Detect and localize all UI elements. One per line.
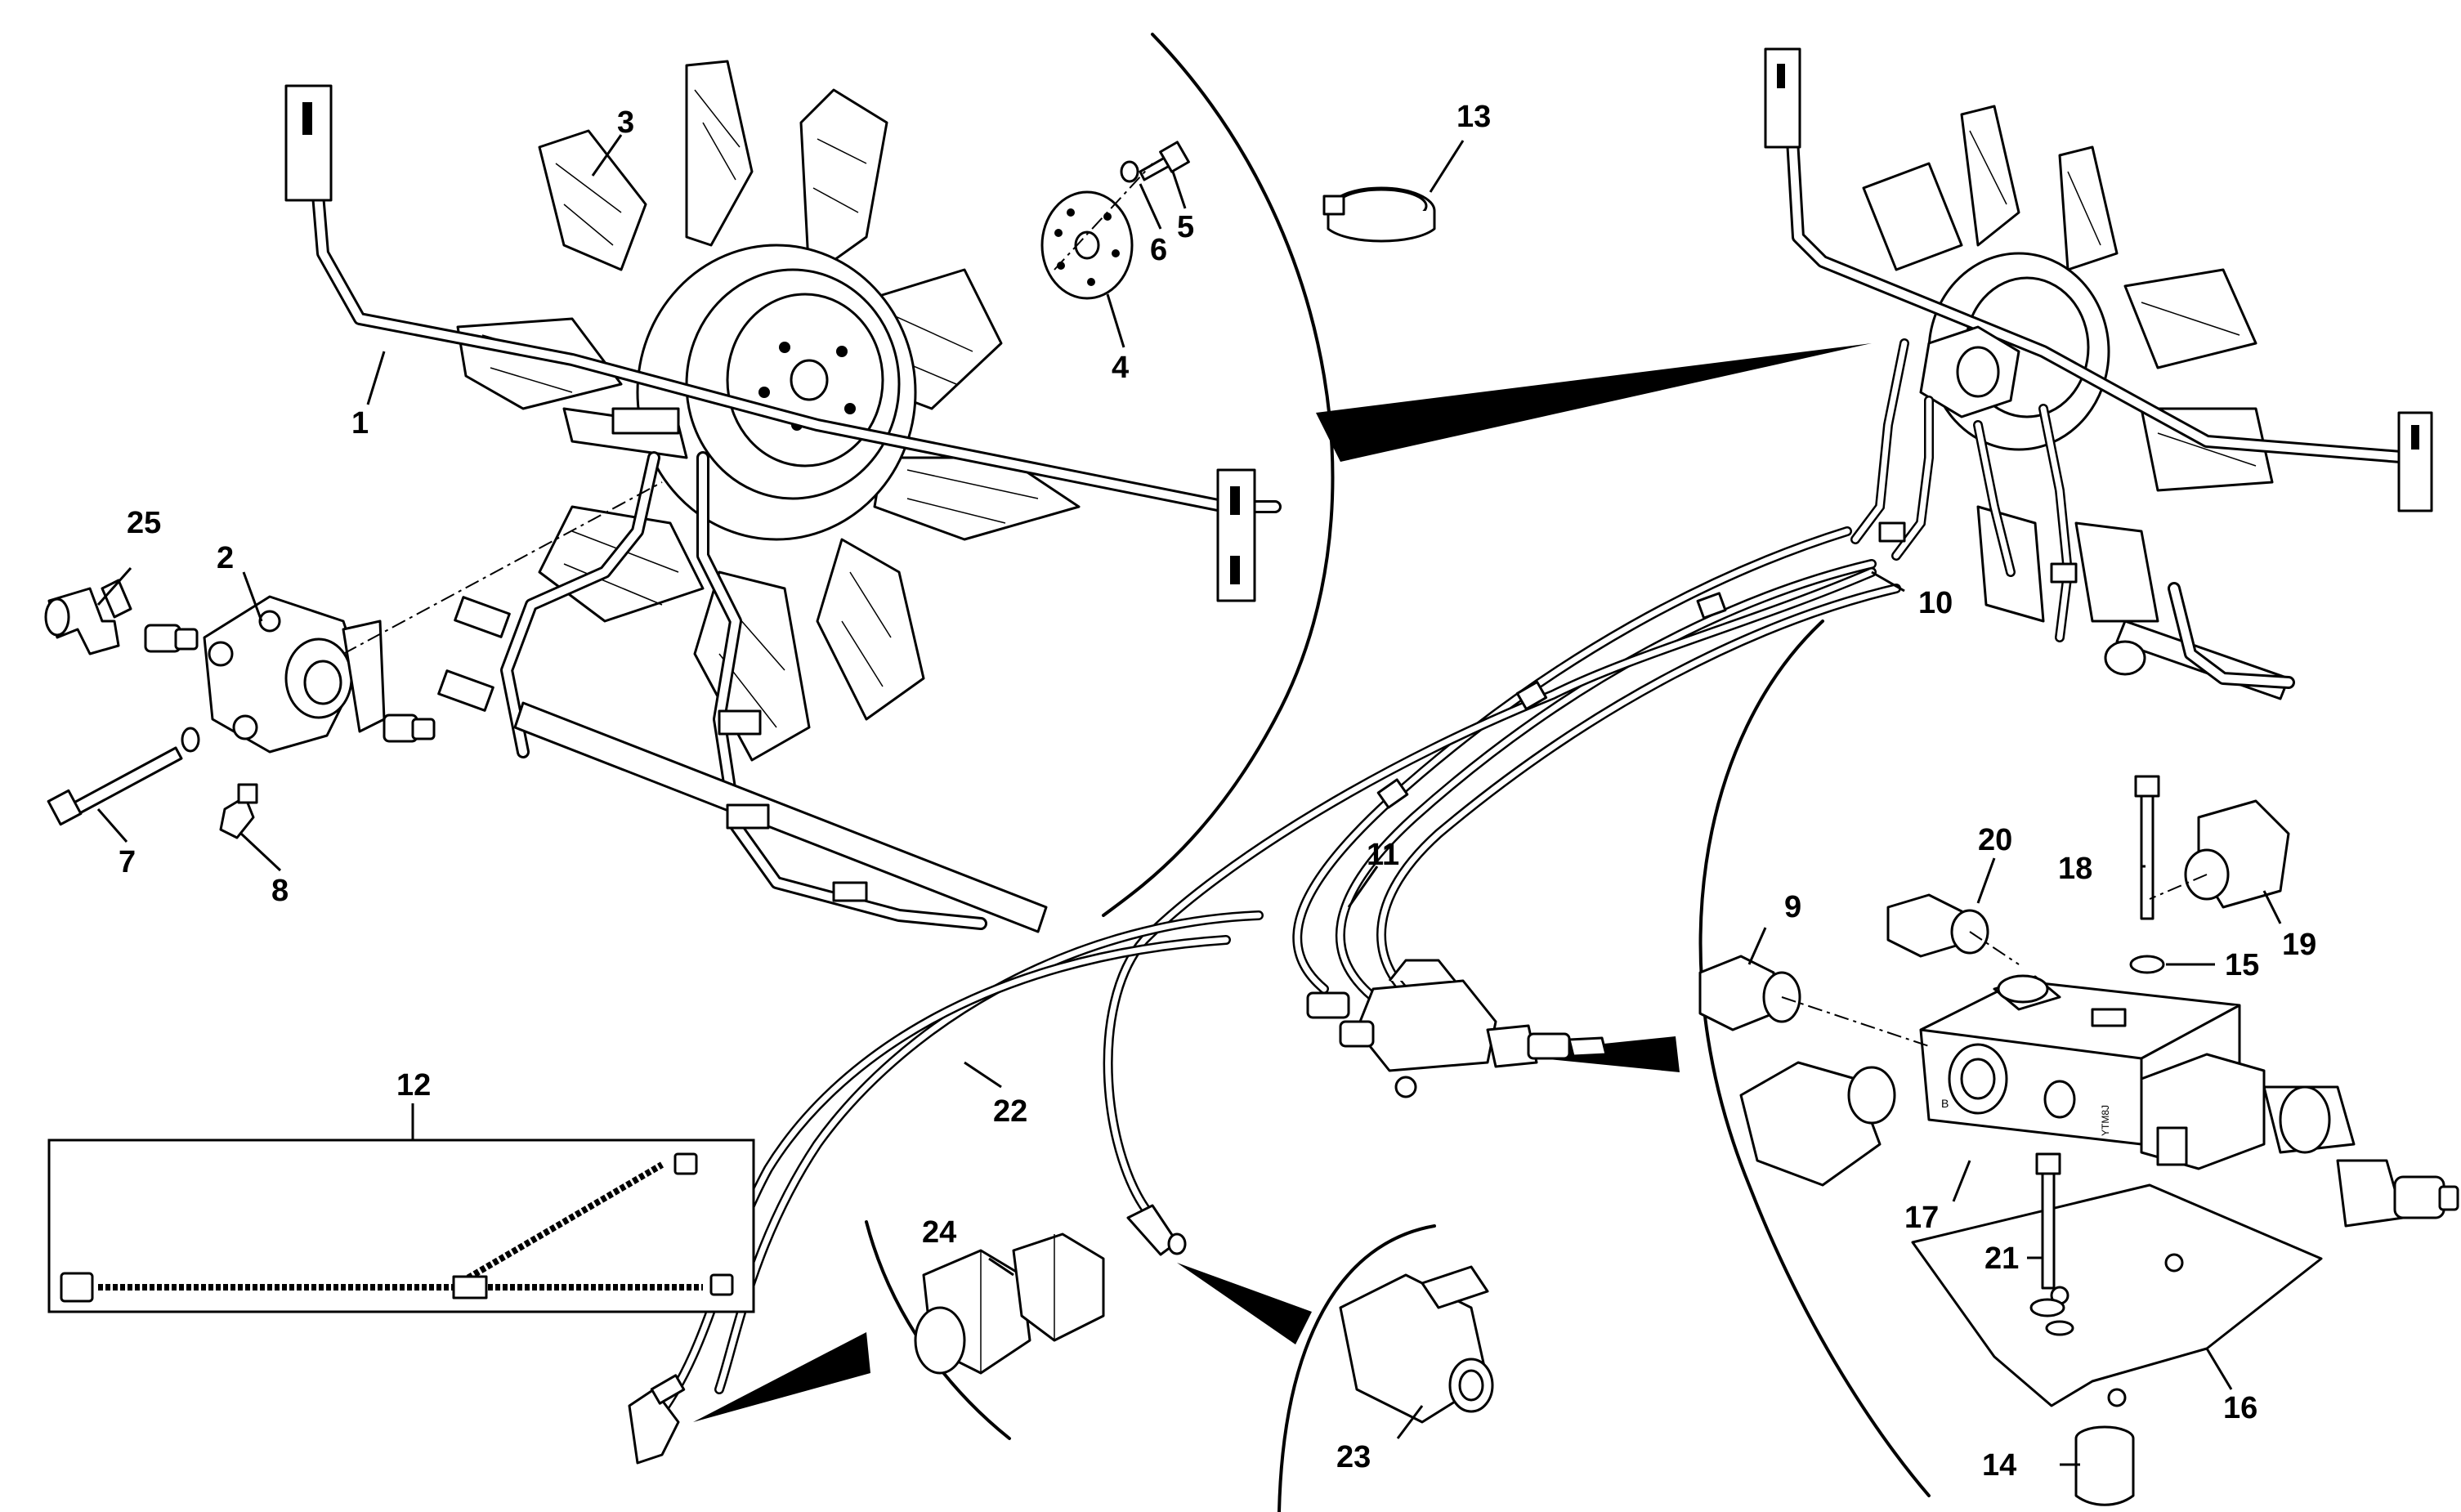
solenoid-cartridge [2140,1053,2459,1228]
adapter-plate [1040,190,1134,300]
callout-3: 3 [617,105,634,140]
bolt-7 [47,727,200,826]
hose-bundle [628,526,1901,1465]
fan-detail-arc [1102,33,1335,917]
hose-end-fitting-23 [1126,1204,1187,1256]
callout-13: 13 [1456,100,1491,134]
pump-axis-line [342,481,663,655]
mounting-frame [284,84,1282,933]
hydraulic-pump [203,595,386,754]
fitting-23-detail [1339,1265,1494,1424]
valve-detail: B YTM8J [1698,775,2459,1506]
hose-end-fitting-22 [628,1374,686,1465]
callout-12: 12 [396,1068,431,1103]
mounting-plate [1911,1183,2323,1407]
elbow-fitting-8 [219,783,258,839]
assembly-axis-line [1054,163,1153,271]
installed-pump [1919,325,2020,418]
callout-22: 22 [993,1094,1027,1129]
port-b-mark: B [1941,1097,1949,1110]
callout-19: 19 [2282,928,2316,962]
callout-9: 9 [1784,890,1801,924]
bolt-5 [1139,141,1190,181]
callout-23: 23 [1336,1440,1371,1474]
callout-11: 11 [1367,838,1399,872]
callout-10: 10 [1918,586,1953,620]
fitting-23-pointer [1177,1263,1312,1344]
detail-view-boundaries [693,33,1931,1512]
valve-axis-line [1781,996,1930,1047]
fan-assembly-installed [1764,47,2433,700]
fitting-24-pointer [693,1332,870,1422]
valve-axis-line-3 [2149,874,2208,900]
harness-connector-right [709,1273,734,1296]
callout-20: 20 [1978,823,2012,857]
leader-lines [96,134,2282,1466]
bolt-18 [2129,775,2165,974]
inline-valve-assembly [1306,959,1608,1098]
harness-connector-top [673,1152,698,1175]
callout-17: 17 [1904,1201,1939,1235]
fitting-24-detail [914,1232,1105,1375]
callout-4: 4 [1112,351,1129,385]
harness-connector-left [60,1272,94,1303]
band-clamp [1322,186,1436,243]
adapter-fitting-pump-outlet [383,714,436,743]
adapter-fitting-20 [1886,893,1989,958]
elbow-fitting-25 [44,579,132,655]
valve-axis-line-2 [1969,931,2020,965]
installed-frame [1764,47,2433,700]
callout-5: 5 [1177,210,1194,244]
elbow-fitting-lower [1739,1061,1896,1187]
callout-2: 2 [217,541,234,575]
washer-6 [1120,160,1139,183]
callout-7: 7 [119,845,136,879]
callout-24: 24 [922,1215,956,1250]
valve-detail-arc [1698,620,1931,1497]
bolt-21 [2029,1152,2074,1336]
fitting-23-detail-arc [1277,1224,1436,1512]
adapter-fitting-9 [1698,955,1801,1031]
adapter-fitting-pump-inlet [144,624,199,653]
harness-splice [452,1275,488,1300]
callout-1: 1 [351,406,369,441]
wire-harness-box [47,1138,755,1313]
callout-14: 14 [1982,1448,2016,1483]
callout-16: 16 [2223,1391,2257,1425]
callout-25: 25 [127,506,161,540]
block-id-mark: YTM8J [2100,1105,2111,1136]
elbow-fitting-19 [2184,799,2290,909]
callout-21: 21 [1984,1241,2019,1276]
fan-detail-pointer [1316,343,1872,462]
callout-18: 18 [2058,852,2092,886]
installed-hoses [1850,338,2146,676]
fan-assembly-exploded [44,60,1282,933]
spacer-14 [2074,1425,2135,1506]
callout-6: 6 [1150,233,1167,267]
callout-8: 8 [271,874,289,908]
callout-15: 15 [2225,948,2259,982]
callout-labels: 1 2 3 4 5 6 7 8 9 10 11 12 13 14 15 16 1… [119,100,2316,1483]
